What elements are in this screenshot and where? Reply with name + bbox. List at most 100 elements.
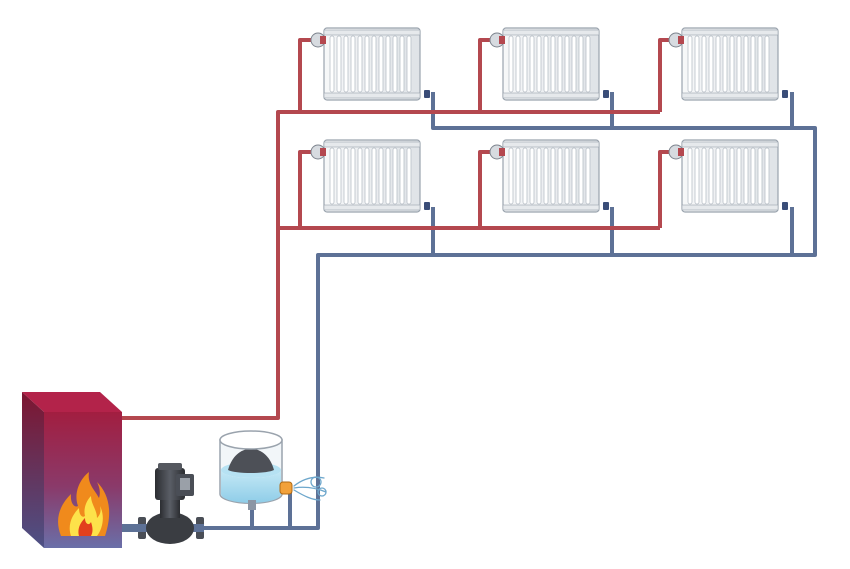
radiator-fin (515, 35, 521, 93)
radiator-fin (406, 35, 412, 93)
radiator-grid (310, 27, 788, 213)
return-fitting (424, 90, 430, 98)
radiator-fin (701, 35, 707, 93)
air-vent-icon (424, 202, 430, 210)
radiator-fin (729, 35, 735, 93)
air-vent-icon (782, 202, 788, 210)
pump-volute (146, 512, 194, 544)
tank-lid (219, 430, 283, 450)
radiator-top-rail (681, 141, 779, 148)
return-fitting (782, 202, 788, 210)
supply-pipe-upper-2 (478, 38, 498, 112)
radiator-fin (543, 147, 549, 205)
air-vent-icon (782, 90, 788, 98)
thermostatic-valve-icon (310, 144, 326, 160)
radiator-fin (578, 35, 584, 93)
pump-neck (160, 496, 180, 518)
radiator-fin (564, 35, 570, 93)
thermostatic-valve-icon (489, 144, 505, 160)
radiator-fin (536, 35, 542, 93)
radiator-fin (729, 147, 735, 205)
radiator-bottom-rail (502, 204, 600, 211)
return-pipe-main (122, 92, 817, 530)
water-spray-icon (293, 476, 327, 501)
radiator-fin (364, 147, 370, 205)
radiator-fin (557, 35, 563, 93)
radiator-fin (350, 147, 356, 205)
radiator-fin (371, 35, 377, 93)
air-vent-icon (424, 90, 430, 98)
return-fitting (603, 90, 609, 98)
radiator-bottom-rail (323, 204, 421, 211)
flame-icon (58, 472, 110, 536)
radiator-fin (529, 35, 535, 93)
radiator-fin (722, 35, 728, 93)
radiator-fin (543, 35, 549, 93)
thermostatic-valve-icon (310, 32, 326, 48)
radiator-fin (508, 147, 514, 205)
radiator-fin (399, 147, 405, 205)
tank-outlet (248, 500, 256, 510)
radiator (310, 139, 430, 213)
radiator-fin (743, 147, 749, 205)
radiator-top-rail (323, 29, 421, 36)
radiator-fin (715, 147, 721, 205)
radiator-fin (364, 35, 370, 93)
return-fitting (782, 90, 788, 98)
tank-water (221, 470, 281, 503)
radiator-fin (378, 35, 384, 93)
pump-cap (158, 463, 182, 470)
radiator-fin (378, 147, 384, 205)
radiator-fin (571, 35, 577, 93)
radiator-fin (399, 35, 405, 93)
radiator (489, 27, 609, 101)
expansion-tank (219, 430, 283, 510)
radiator-fin (557, 147, 563, 205)
supply-pipe-upper-1 (298, 38, 318, 112)
radiator-top-rail (502, 141, 600, 148)
supply-pipe-lower-3 (658, 150, 678, 228)
thermostatic-valve-body (678, 36, 684, 44)
supply-pipe-lower-2 (478, 150, 498, 228)
valve-body (279, 481, 293, 495)
radiator (668, 27, 788, 101)
radiator-fin (550, 35, 556, 93)
radiator-fin (536, 147, 542, 205)
pump-terminal-screen (180, 478, 190, 490)
pump-icon (122, 463, 204, 544)
supply-pipe-lower-1 (298, 150, 318, 228)
boiler-top (22, 392, 122, 412)
radiator-fin (343, 35, 349, 93)
radiator (310, 27, 430, 101)
radiator-bottom-rail (681, 204, 779, 211)
radiator-fin (329, 35, 335, 93)
radiator-fin (736, 35, 742, 93)
radiator-fin (687, 35, 693, 93)
radiator-fin (392, 35, 398, 93)
radiator-fin (336, 35, 342, 93)
radiator-fin (585, 147, 591, 205)
radiator-bottom-rail (681, 92, 779, 99)
radiator-fin (708, 35, 714, 93)
thermostatic-valve-body (499, 148, 505, 156)
radiator (668, 139, 788, 213)
radiator-fin (757, 147, 763, 205)
radiator-fin (571, 147, 577, 205)
radiator-fin (385, 35, 391, 93)
radiator-bottom-rail (502, 92, 600, 99)
radiator-fin (715, 35, 721, 93)
radiator-top-rail (681, 29, 779, 36)
radiator-fin (515, 147, 521, 205)
air-vent-icon (603, 90, 609, 98)
radiator-fin (764, 35, 770, 93)
radiator-fin (750, 35, 756, 93)
radiator-fin (343, 147, 349, 205)
thermostatic-valve-body (320, 36, 326, 44)
radiator-fin (743, 35, 749, 93)
radiator-fin (522, 147, 528, 205)
thermostatic-valve-body (499, 36, 505, 44)
thermostatic-valve-body (678, 148, 684, 156)
radiator-fin (694, 147, 700, 205)
radiator-fin (708, 147, 714, 205)
